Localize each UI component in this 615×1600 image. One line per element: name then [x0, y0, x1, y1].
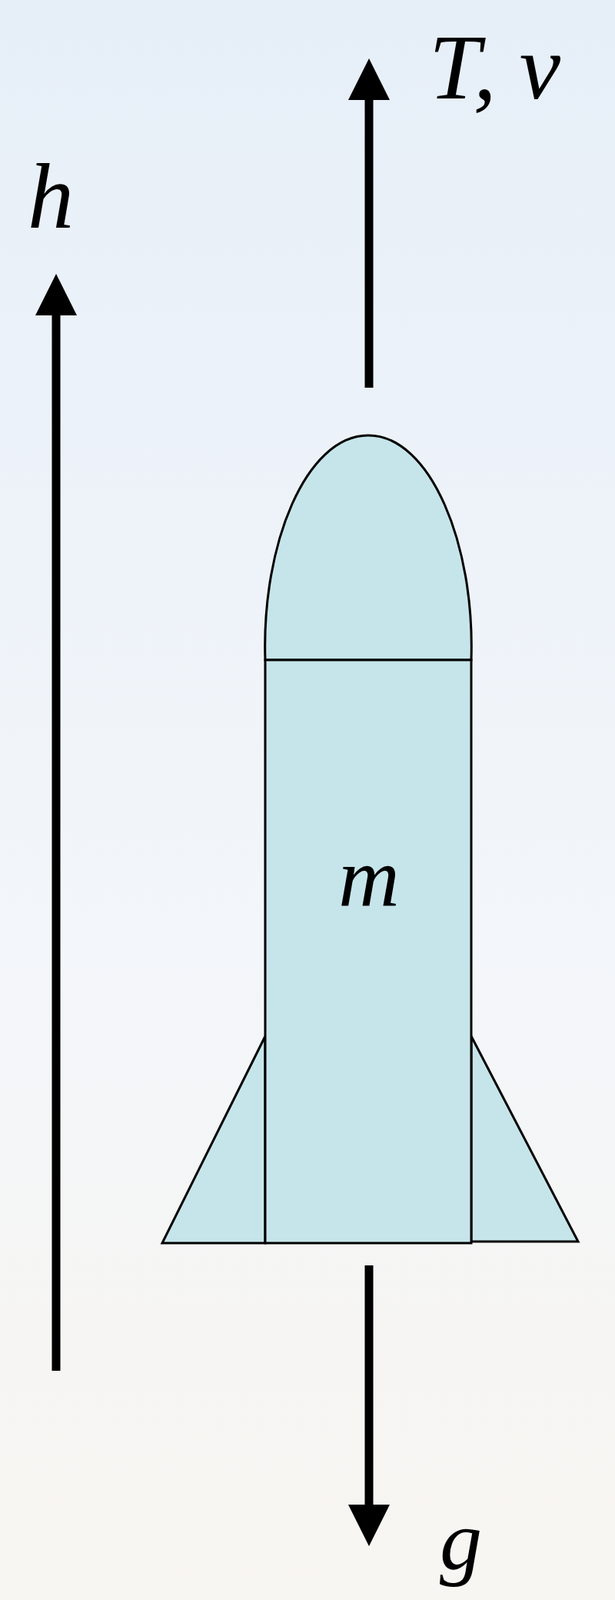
height-axis	[52, 307, 61, 1370]
thrust-velocity-label: T, v	[428, 21, 561, 114]
arrow-head	[348, 1503, 390, 1546]
rocket-body: m	[159, 428, 582, 1247]
arrow-head	[348, 58, 390, 100]
thrust-arrow	[365, 92, 374, 388]
mass-label: m	[338, 834, 399, 920]
height-label: h	[27, 150, 74, 243]
nose-cone	[265, 435, 473, 660]
right-fin	[471, 1035, 579, 1241]
gravity-arrow	[365, 1264, 374, 1511]
arrow-head	[35, 273, 77, 316]
left-fin	[162, 1035, 266, 1243]
gravity-label: g	[439, 1497, 483, 1583]
fuselage	[265, 659, 472, 1243]
